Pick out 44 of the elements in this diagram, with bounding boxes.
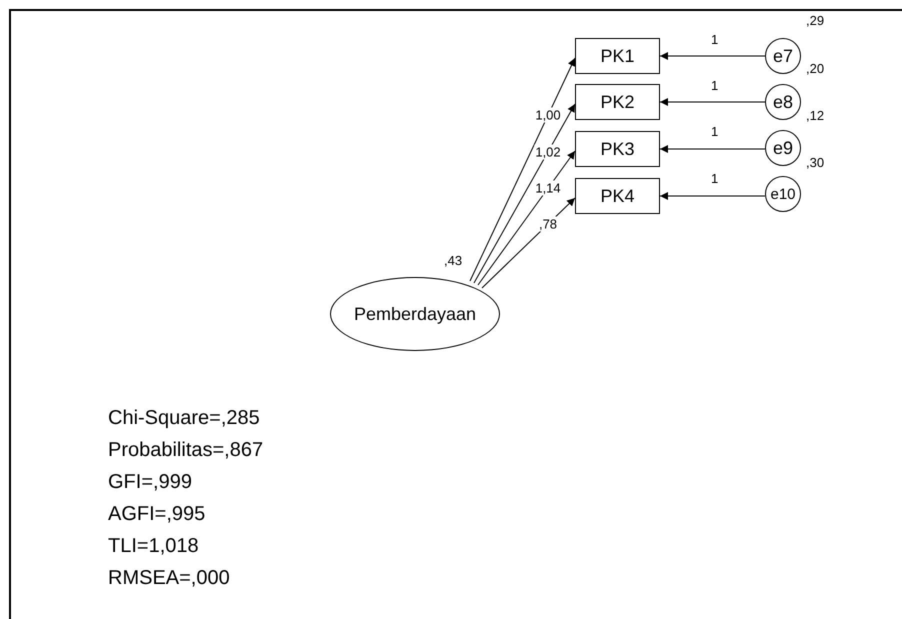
fit-statistic: Chi-Square=,285	[108, 406, 261, 431]
arrow	[660, 98, 766, 106]
indicator-box	[575, 131, 660, 167]
edge-label: 1	[711, 125, 718, 138]
error-term-circle	[765, 130, 801, 166]
variance-label: ,12	[806, 109, 824, 122]
indicator-box	[575, 38, 660, 74]
variance-label: ,20	[806, 62, 824, 75]
node-label: e7	[772, 46, 794, 66]
edge-label: 1	[711, 33, 718, 46]
fit-statistic: AGFI=,995	[108, 502, 206, 527]
node-label: PK3	[600, 138, 635, 160]
node-label: e8	[772, 92, 794, 112]
fit-statistic: GFI=,999	[108, 470, 193, 495]
arrow	[474, 104, 576, 284]
error-term-circle	[765, 176, 801, 212]
edge-label: 1	[711, 172, 718, 185]
variance-label: ,30	[806, 156, 824, 169]
error-term-circle	[765, 38, 801, 74]
edge-label: 1	[711, 79, 718, 92]
variance-label: ,29	[806, 14, 824, 27]
indicator-box	[575, 84, 660, 120]
fit-statistic: RMSEA=,000	[108, 566, 231, 591]
fit-statistic: Probabilitas=,867	[108, 438, 264, 463]
node-label: PK2	[600, 92, 635, 112]
arrow	[660, 145, 766, 153]
node-label: PK1	[600, 46, 635, 66]
edge-label: ,78	[538, 216, 558, 232]
edge-label: 1,14	[534, 180, 562, 196]
arrow	[482, 198, 576, 288]
node-label: e9	[772, 138, 794, 158]
node-label: Pemberdayaan	[354, 304, 476, 324]
arrow	[660, 192, 766, 200]
arrow	[660, 52, 766, 60]
node-label: e10	[770, 186, 796, 202]
error-term-circle	[765, 84, 801, 120]
arrow	[470, 58, 576, 282]
node-label: PK4	[600, 186, 635, 206]
fit-statistic: TLI=1,018	[108, 534, 200, 559]
indicator-box	[575, 178, 660, 214]
edge-label: 1,02	[534, 144, 562, 160]
edge-label: 1,00	[534, 108, 562, 123]
arrow	[478, 150, 576, 286]
variance-label: ,43	[444, 254, 462, 267]
